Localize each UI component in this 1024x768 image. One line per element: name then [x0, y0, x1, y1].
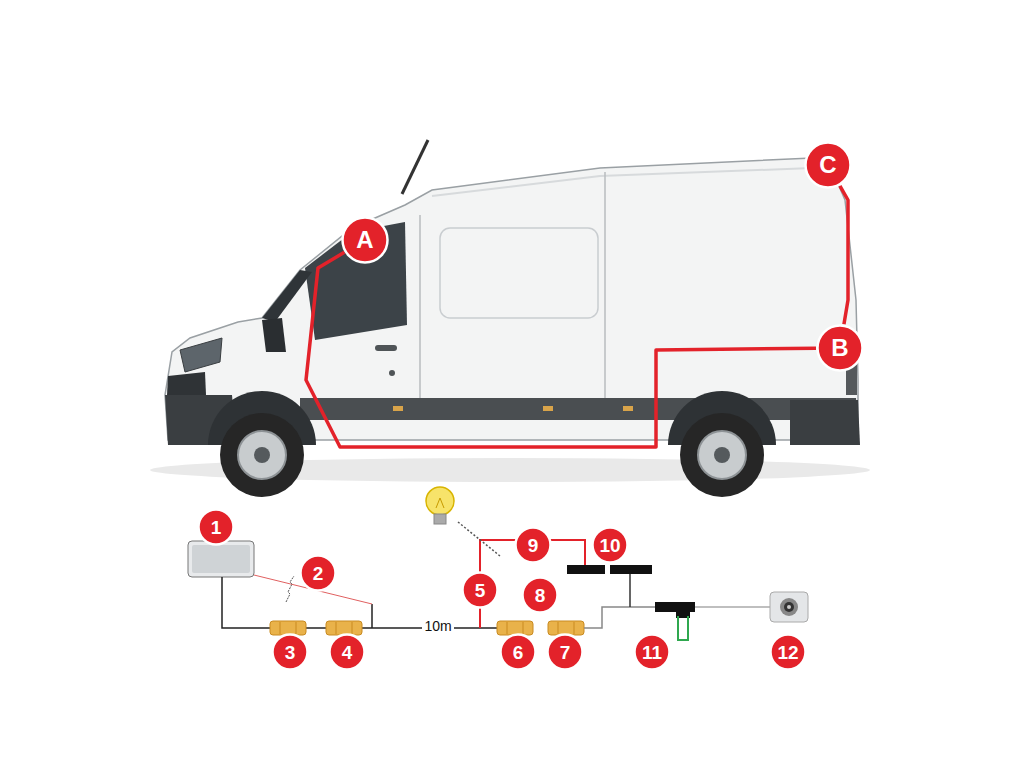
circle-shape [593, 528, 628, 563]
callout-circle: 7 [546, 633, 584, 671]
circle-shape [343, 218, 388, 263]
door-line [419, 215, 421, 398]
bulb-wire [458, 522, 500, 556]
cargo-panel [440, 228, 598, 318]
circle-shape [818, 326, 863, 371]
callout-text: 1 [211, 518, 222, 537]
callout-circle: 9 [514, 526, 552, 564]
cable-route [306, 252, 816, 447]
circle-shape [806, 143, 851, 188]
callout-circle: 1 [197, 508, 235, 546]
callout-circle: 6 [499, 633, 537, 671]
t-splitter [655, 602, 695, 612]
circle-shape [548, 635, 583, 670]
circle-shape [199, 510, 234, 545]
callout-text: 5 [475, 581, 486, 600]
callout-circle: A [341, 216, 389, 264]
callout-text: 4 [342, 643, 353, 662]
grille [167, 372, 206, 395]
headlight [180, 338, 222, 372]
circle-shape [330, 635, 365, 670]
callout-text: 12 [777, 643, 798, 662]
callout-text: 9 [528, 536, 539, 555]
callout-text: 7 [560, 643, 571, 662]
wheel [220, 413, 304, 497]
connector [326, 621, 362, 635]
windshield [262, 270, 312, 322]
door-handle [375, 345, 397, 351]
callout-circle: 8 [521, 576, 559, 614]
connector [270, 621, 306, 635]
callout-text: 11 [642, 643, 662, 662]
side-marker [393, 406, 403, 411]
roof-line [432, 168, 812, 196]
wire [306, 627, 326, 629]
wire [629, 574, 631, 607]
callout-circle: 2 [299, 554, 337, 592]
callout-circle: 11 [633, 633, 671, 671]
power-strip [567, 565, 605, 574]
callout-circle: C [804, 141, 852, 189]
cable-route [840, 186, 848, 324]
rub-strip [300, 398, 857, 420]
callout-text: C [819, 153, 836, 177]
wire [222, 577, 270, 628]
callout-text: 6 [513, 643, 524, 662]
circle-shape [301, 556, 336, 591]
wire [584, 607, 655, 628]
callout-circle: B [816, 324, 864, 372]
circle-shape [635, 635, 670, 670]
circle-shape [501, 635, 536, 670]
loop-wire [678, 616, 688, 640]
circle-shape [516, 528, 551, 563]
camera [770, 592, 808, 622]
callout-circle: 3 [271, 633, 309, 671]
reverse-bulb [426, 487, 454, 524]
power-strip [610, 565, 652, 574]
door-line [604, 172, 606, 398]
monitor [188, 541, 254, 577]
wire-break [286, 576, 294, 602]
wire [695, 606, 770, 608]
callout-text: A [356, 228, 373, 252]
rear-bumper [790, 400, 860, 445]
connector [497, 621, 533, 635]
callout-text: 2 [313, 564, 324, 583]
callout-text: 3 [285, 643, 296, 662]
lock [389, 370, 395, 376]
length-label: 10m [422, 619, 453, 634]
mirror [262, 318, 286, 352]
wheel [680, 413, 764, 497]
circle-shape [523, 578, 558, 613]
callout-circle: 10 [591, 526, 629, 564]
antenna [402, 140, 428, 194]
connector [548, 621, 584, 635]
side-marker [543, 406, 553, 411]
callout-text: 10 [599, 536, 620, 555]
callout-text: 8 [535, 586, 546, 605]
callout-text: B [831, 336, 848, 360]
wire [371, 604, 373, 628]
callout-circle: 5 [461, 571, 499, 609]
circle-shape [771, 635, 806, 670]
callout-circle: 4 [328, 633, 366, 671]
circle-shape [463, 573, 498, 608]
side-marker [623, 406, 633, 411]
callout-circle: 12 [769, 633, 807, 671]
circle-shape [273, 635, 308, 670]
